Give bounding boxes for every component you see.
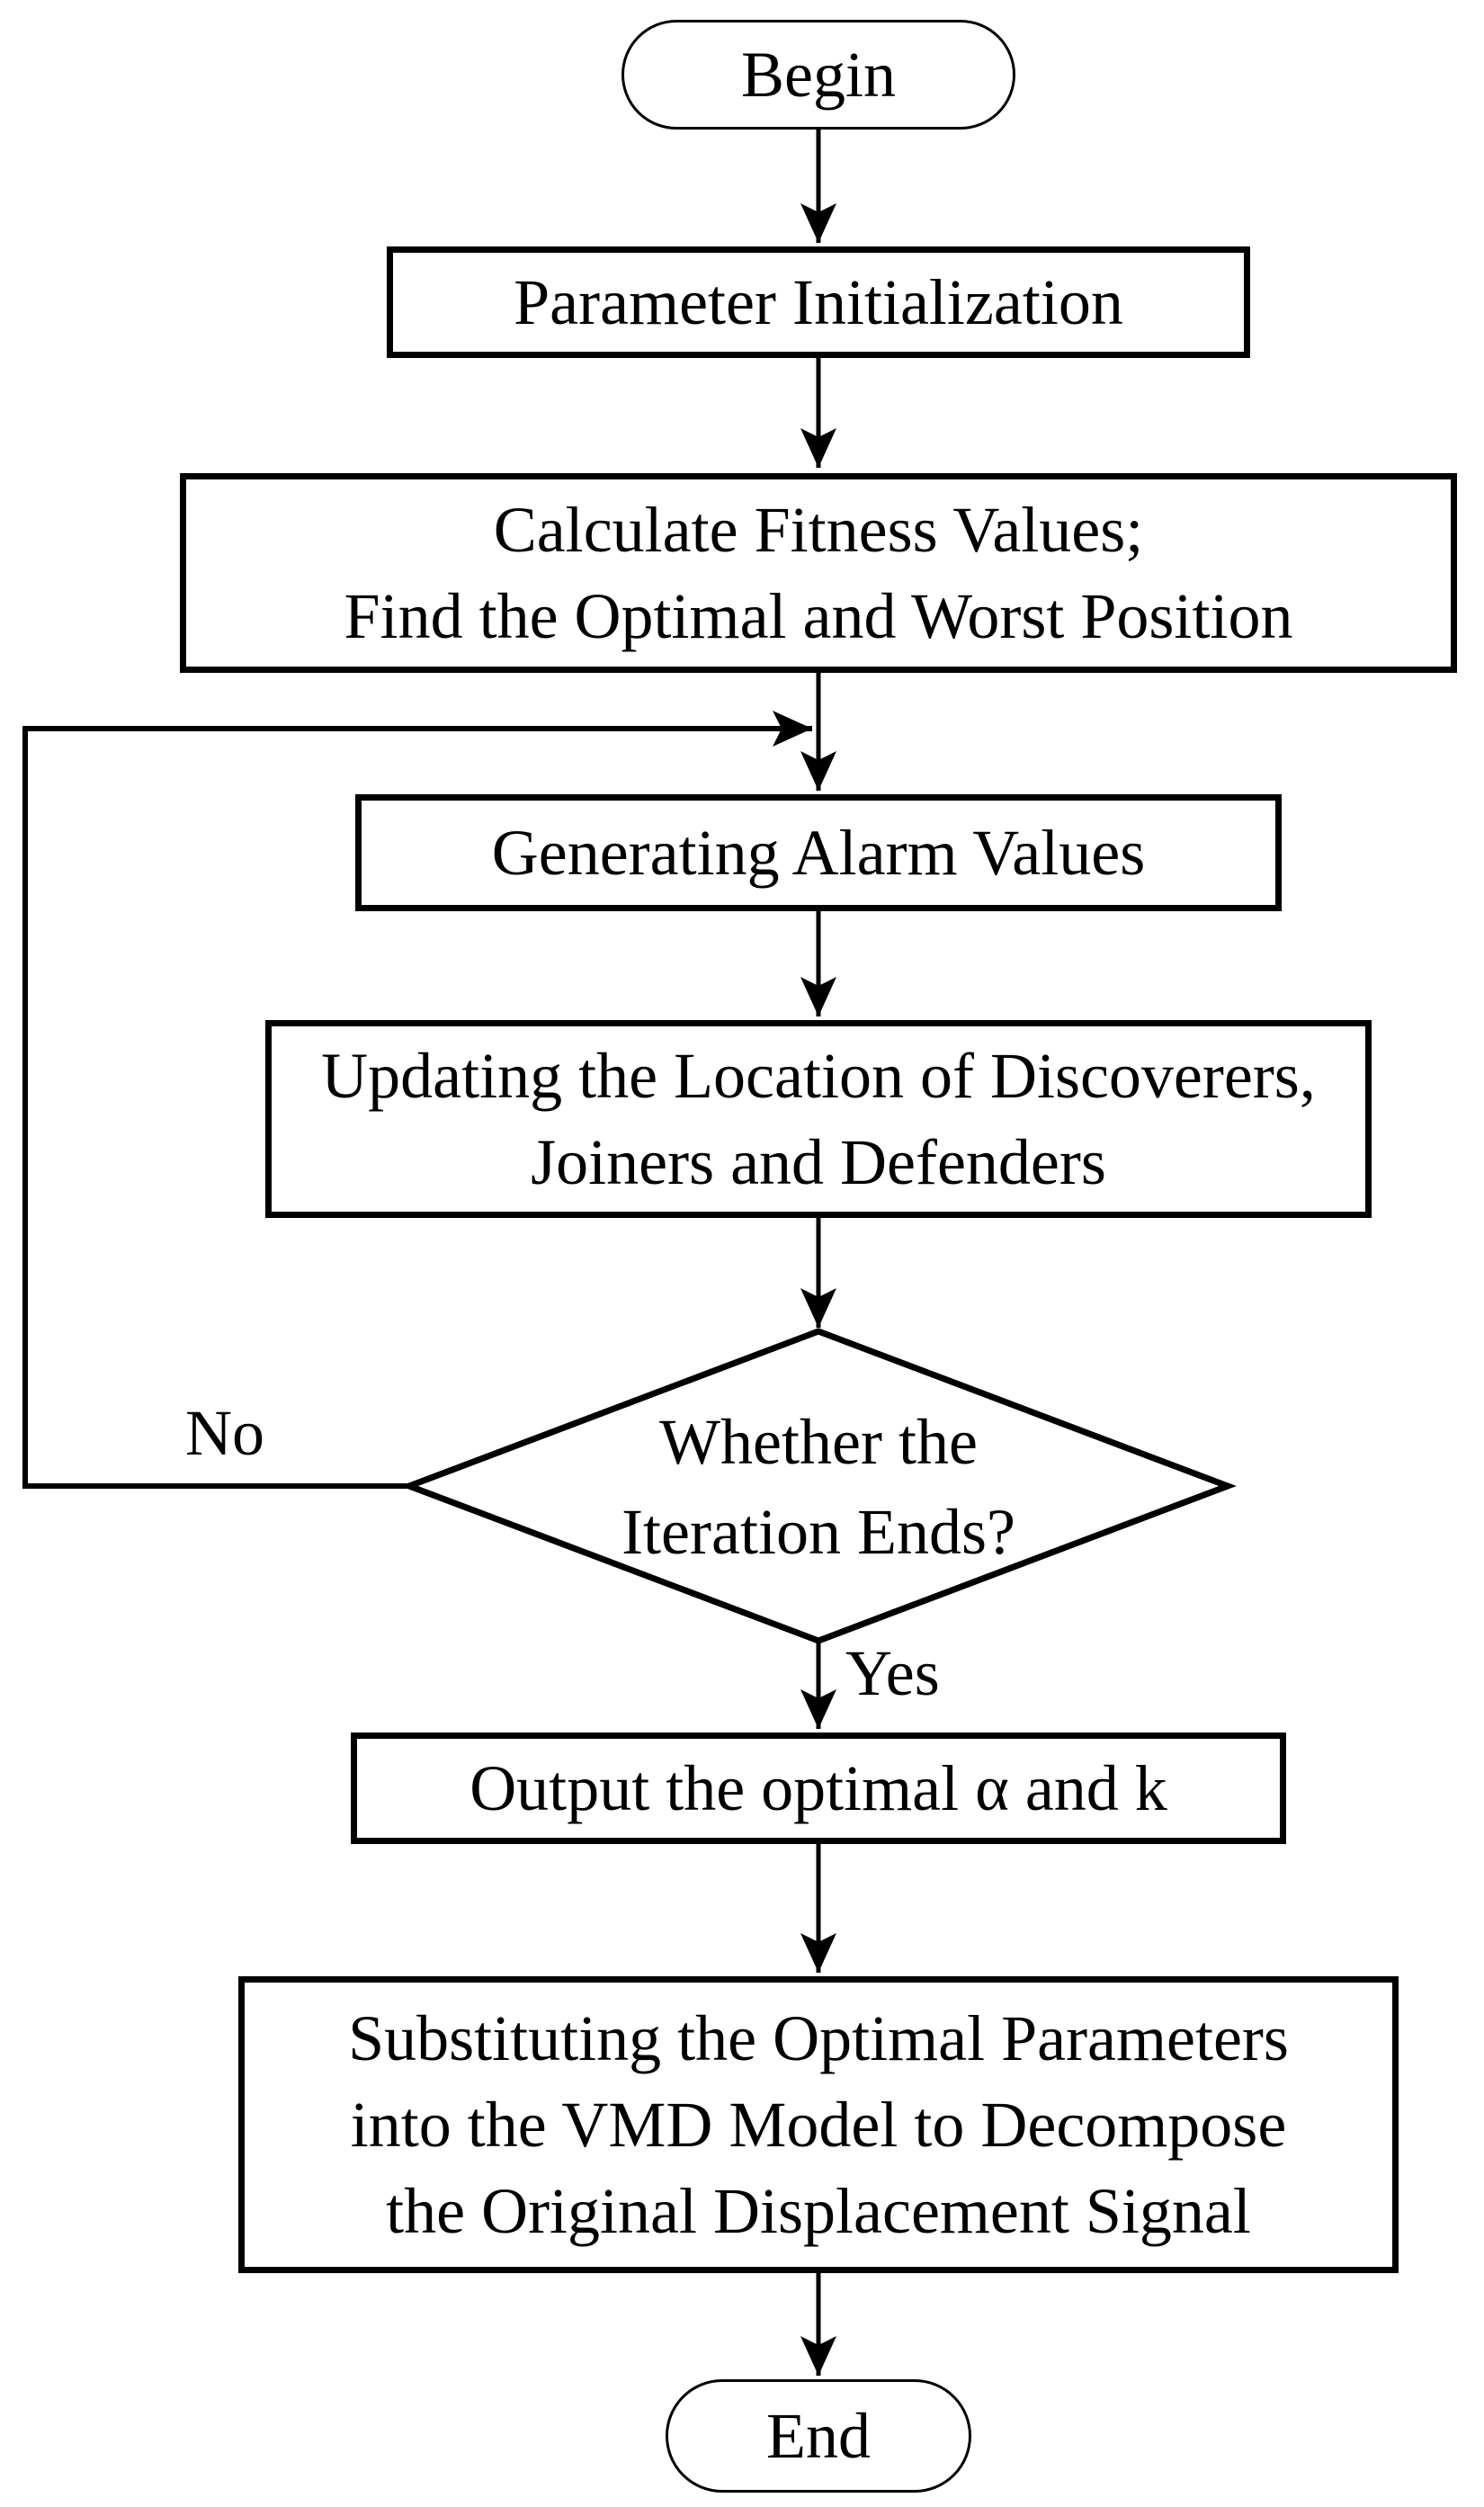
process-calculate-fitness-line-1: Calculate Fitness Values; (493, 494, 1144, 566)
process-output-optimal: Output the optimal α and k (351, 1733, 1286, 1844)
process-parameter-initialization-label: Parameter Initialization (514, 266, 1123, 338)
process-generating-alarm-values: Generating Alarm Values (355, 794, 1282, 911)
process-generating-alarm-values-label: Generating Alarm Values (491, 817, 1146, 889)
process-substitute-vmd: Substituting the Optimal Parameters into… (238, 1976, 1399, 2273)
process-output-optimal-label: Output the optimal α and k (469, 1752, 1167, 1824)
decision-iteration-ends-line-2: Iteration Ends? (621, 1495, 1015, 1568)
process-updating-location-line-1: Updating the Location of Discoverers, (321, 1040, 1316, 1112)
process-substitute-vmd-line-3: the Original Displacement Signal (386, 2175, 1251, 2247)
edge-label-yes: Yes (845, 1637, 940, 1709)
edge-label-no: No (185, 1397, 264, 1469)
terminator-end: End (666, 2379, 971, 2493)
process-substitute-vmd-line-2: into the VMD Model to Decompose (350, 2089, 1287, 2161)
decision-iteration-ends-line-1: Whether the (659, 1405, 978, 1478)
process-calculate-fitness-line-2: Find the Optimal and Worst Position (344, 580, 1293, 652)
process-updating-location-line-2: Joiners and Defenders (531, 1126, 1106, 1198)
process-updating-location: Updating the Location of Discoverers, Jo… (265, 1020, 1372, 1218)
terminator-end-label: End (766, 2400, 871, 2472)
terminator-begin-label: Begin (741, 39, 896, 111)
decision-diamond-shape (400, 1328, 1237, 1644)
edge-no-loopback (22, 711, 812, 1489)
process-calculate-fitness: Calculate Fitness Values; Find the Optim… (180, 473, 1457, 673)
terminator-begin: Begin (621, 20, 1015, 130)
decision-iteration-ends: Whether the Iteration Ends? (549, 1390, 1088, 1583)
process-substitute-vmd-line-1: Substituting the Optimal Parameters (348, 2002, 1289, 2074)
process-parameter-initialization: Parameter Initialization (387, 246, 1250, 358)
